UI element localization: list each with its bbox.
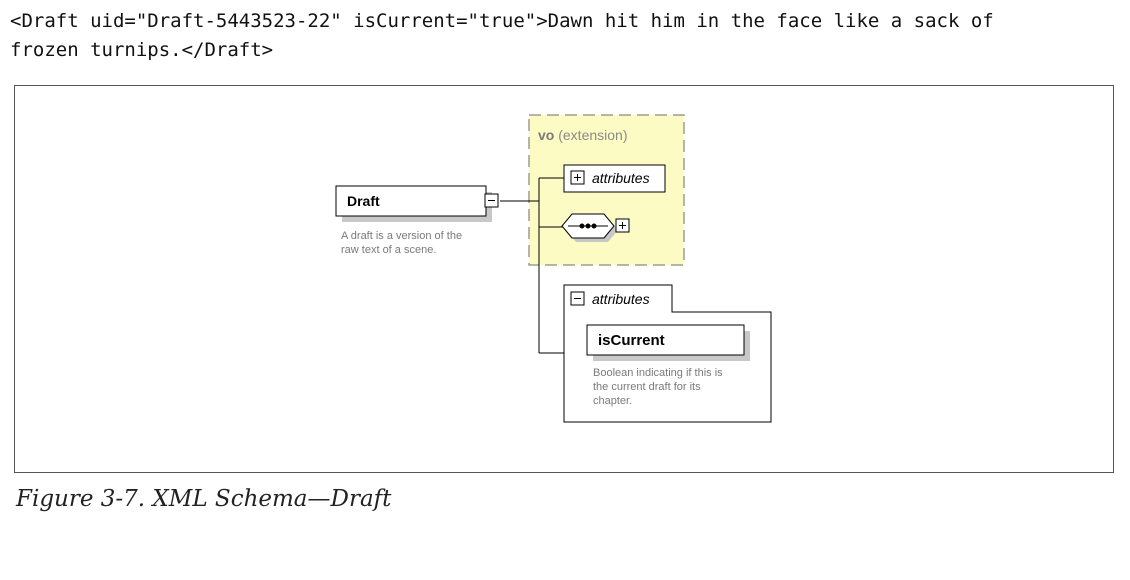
iscurrent-doc-line-1: Boolean indicating if this is: [593, 367, 723, 379]
extension-label: vo (extension): [538, 127, 628, 143]
sequence-expand-icon[interactable]: [615, 218, 630, 233]
figure-caption: Figure 3-7. XML Schema—Draft: [16, 486, 392, 512]
iscurrent-attribute-box[interactable]: [586, 324, 745, 356]
xml-code-sample: <Draft uid="Draft-5443523-22" isCurrent=…: [10, 7, 1120, 65]
expand-icon[interactable]: [570, 170, 585, 185]
iscurrent-doc-line-3: chapter.: [593, 395, 632, 407]
iscurrent-attribute-name: isCurrent: [598, 332, 665, 349]
code-line-1: <Draft uid="Draft-5443523-22" isCurrent=…: [10, 10, 994, 32]
attributes-group-label: attributes: [592, 291, 650, 307]
extension-attributes-label: attributes: [592, 170, 650, 186]
code-line-2: frozen turnips.</Draft>: [10, 39, 274, 61]
iscurrent-doc-line-2: the current draft for its: [593, 381, 701, 393]
extension-suffix: (extension): [558, 127, 627, 143]
draft-collapse-icon[interactable]: [484, 193, 499, 208]
sequence-dots: [568, 223, 608, 229]
draft-element-name: Draft: [347, 193, 380, 209]
extension-prefix: vo: [538, 127, 554, 143]
draft-doc-line-2: raw text of a scene.: [341, 244, 436, 256]
draft-doc-line-1: A draft is a version of the: [341, 230, 462, 242]
collapse-icon[interactable]: [570, 291, 585, 306]
extension-attributes-box[interactable]: [563, 164, 666, 193]
